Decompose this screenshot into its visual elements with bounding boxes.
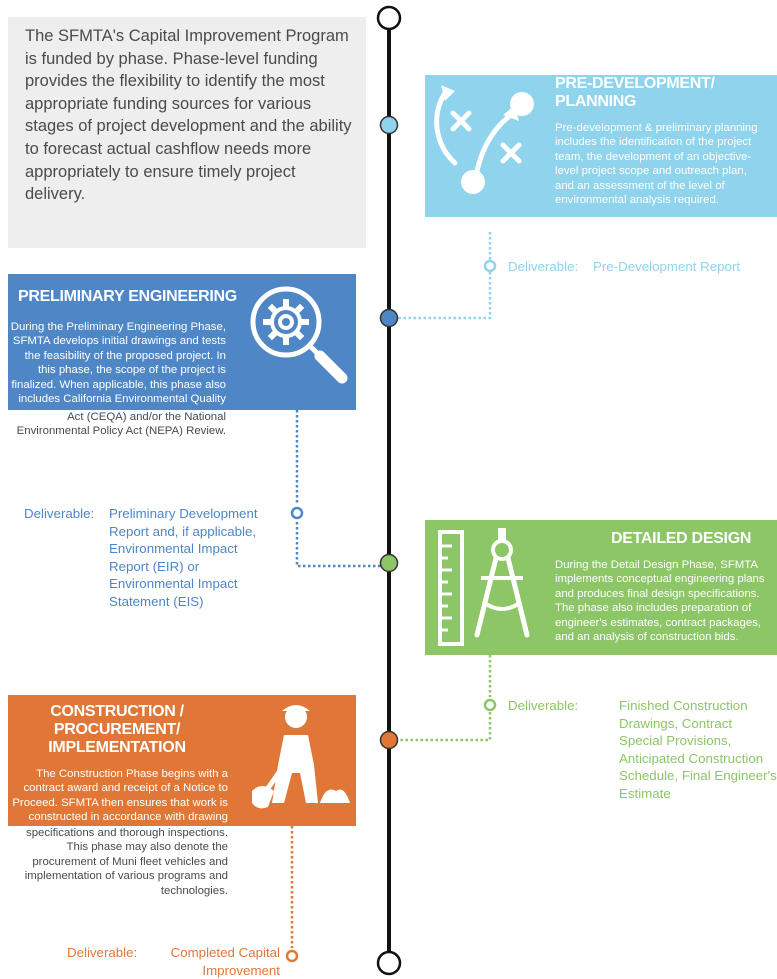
planning-connector — [398, 232, 492, 320]
planning-deliverable-marker — [483, 259, 497, 273]
engineering-deliverable-text: Preliminary Development Report and, if a… — [109, 506, 258, 609]
engineering-deliverable-marker — [290, 506, 304, 520]
engineering-node — [379, 308, 399, 328]
timeline-end-node — [376, 950, 402, 976]
design-icon-box — [425, 520, 543, 655]
planning-node — [379, 115, 399, 135]
construction-title-line3: IMPLEMENTATION — [48, 739, 186, 756]
engineering-description-continued: Act (CEQA) and/or the National Environme… — [16, 411, 226, 438]
engineering-text-box: PRELIMINARY ENGINEERING During the Preli… — [8, 274, 238, 410]
design-deliverable-text: Finished Construction Drawings, Contract… — [619, 698, 777, 801]
design-deliverable-label: Deliverable: — [508, 698, 579, 713]
construction-icon-box — [238, 695, 356, 826]
planning-deliverable-label: Deliverable: — [508, 259, 579, 274]
design-deliverable-marker — [483, 698, 497, 712]
construction-deliverable-label: Deliverable: — [67, 945, 138, 960]
worker-shovel-icon — [252, 705, 350, 809]
ruler-compass-icon — [438, 528, 530, 646]
design-text-box: DETAILED DESIGN During the Detail Design… — [543, 520, 777, 655]
strategy-play-icon — [434, 85, 534, 194]
planning-deliverable-text: Pre-Development Report — [593, 259, 741, 274]
construction-description: The Construction Phase begins with a con… — [12, 768, 228, 824]
design-node — [379, 553, 399, 573]
planning-title-line2: PLANNING — [555, 93, 637, 110]
design-description: During the Detail Design Phase, SFMTA im… — [555, 559, 765, 644]
engineering-title: PRELIMINARY ENGINEERING — [18, 288, 237, 305]
timeline-start-node — [376, 5, 402, 31]
construction-description-continued: specifications and thorough inspections.… — [24, 827, 228, 897]
construction-title-line1: CONSTRUCTION / — [50, 703, 184, 720]
planning-title: PRE-DEVELOPMENT/ PLANNING — [555, 75, 715, 111]
construction-text-box: CONSTRUCTION / PROCUREMENT/ IMPLEMENTATI… — [8, 695, 238, 826]
intro-text: The SFMTA's Capital Improvement Program … — [25, 27, 352, 204]
planning-title-line1: PRE-DEVELOPMENT/ — [555, 75, 715, 92]
intro-box: The SFMTA's Capital Improvement Program … — [8, 17, 366, 248]
planning-icon-box — [425, 75, 543, 217]
engineering-icon-box — [238, 274, 356, 410]
design-connector — [398, 655, 492, 742]
engineering-deliverable-label: Deliverable: — [24, 506, 95, 521]
construction-title-line2: PROCUREMENT/ — [53, 721, 181, 738]
construction-title: CONSTRUCTION / PROCUREMENT/ IMPLEMENTATI… — [8, 703, 226, 757]
planning-text-box: PRE-DEVELOPMENT/ PLANNING Pre-developmen… — [543, 75, 777, 217]
planning-description: Pre-development & preliminary planning i… — [555, 122, 758, 207]
construction-deliverable-text: Completed Capital Improvement — [170, 945, 280, 978]
design-title: DETAILED DESIGN — [611, 530, 752, 547]
magnifier-gear-icon — [250, 286, 348, 384]
engineering-connector — [295, 410, 382, 568]
engineering-description: During the Preliminary Engineering Phase… — [10, 321, 226, 406]
construction-node — [379, 730, 399, 750]
construction-deliverable-marker — [285, 949, 299, 963]
